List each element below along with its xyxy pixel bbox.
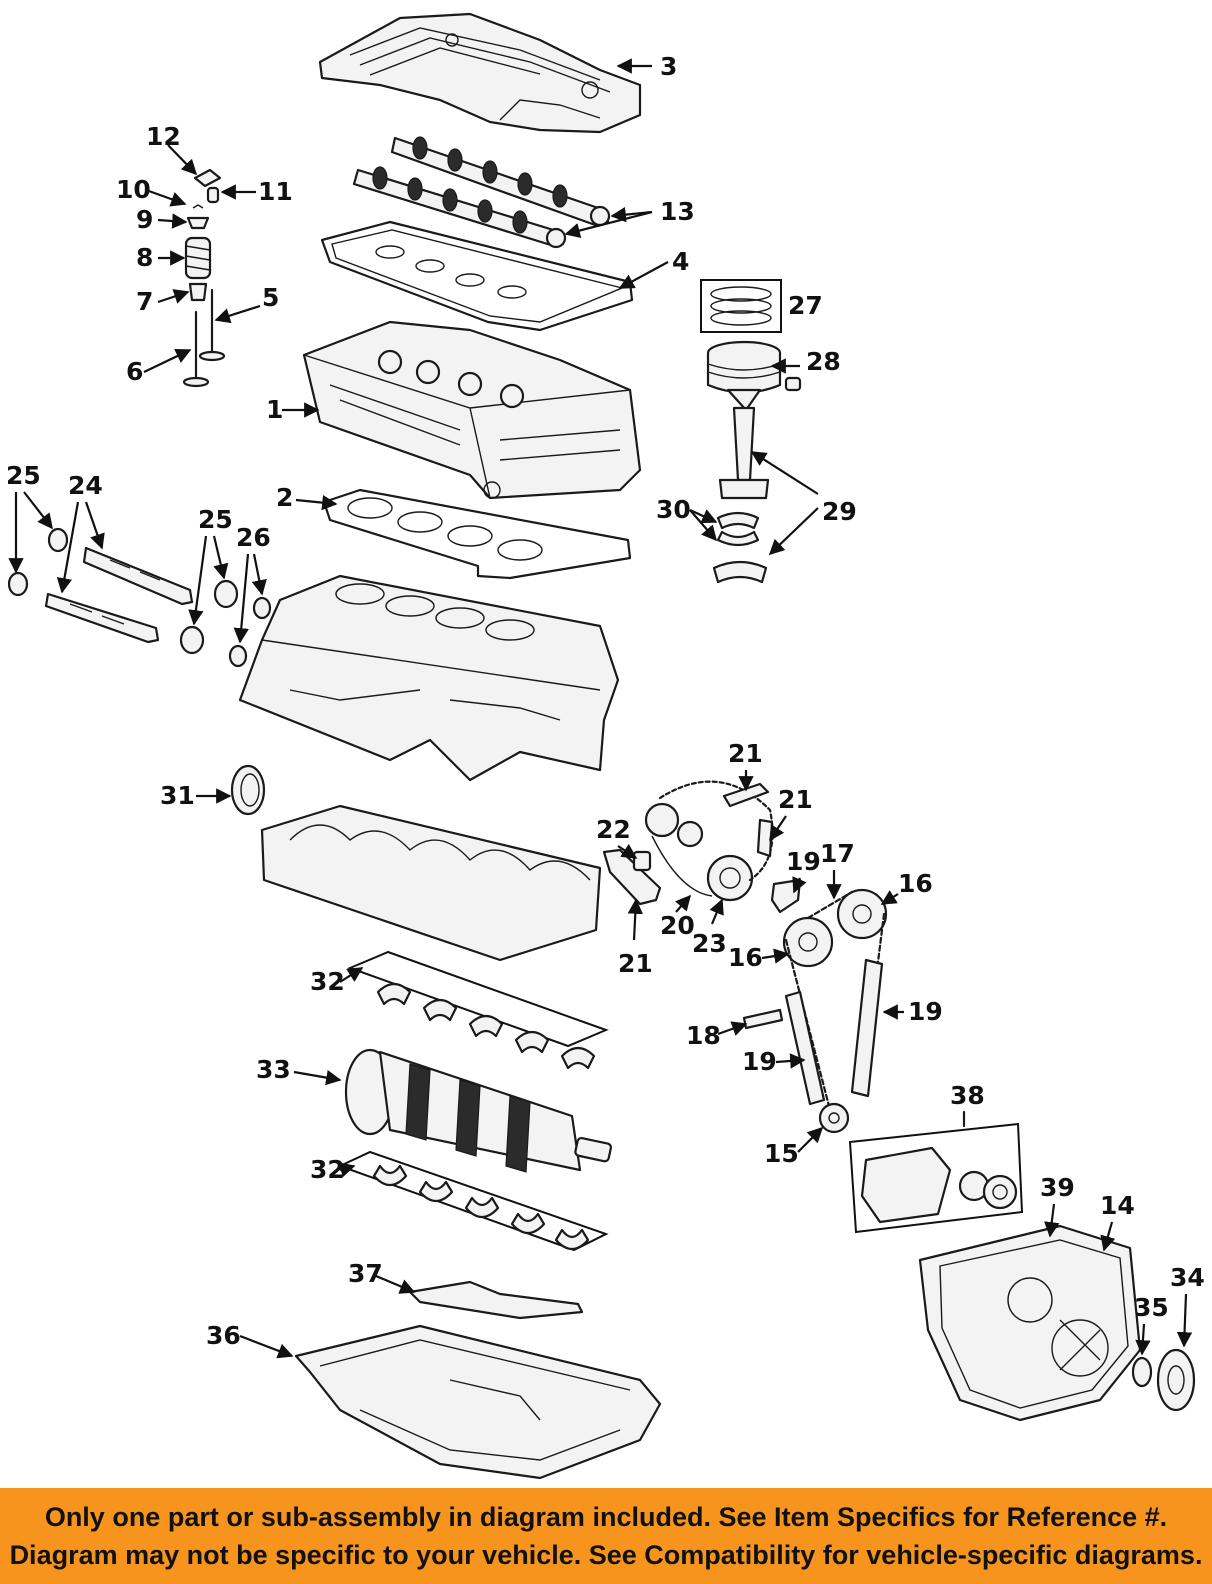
callout-33: 33: [256, 1055, 291, 1084]
head-gasket: [322, 488, 632, 580]
lower-crankcase: [260, 804, 602, 962]
callout-17: 17: [820, 839, 855, 868]
callout-30: 30: [656, 495, 691, 524]
callout-21-bottom: 21: [618, 949, 653, 978]
oil-baffle: [408, 1280, 584, 1320]
callout-32-top: 32: [310, 967, 345, 996]
cylinder-head: [302, 320, 642, 500]
callout-24: 24: [68, 471, 103, 500]
piston-and-rod: [706, 340, 802, 500]
piston-rings: [710, 286, 772, 326]
callout-39: 39: [1040, 1173, 1075, 1202]
disclaimer-line-1: Only one part or sub-assembly in diagram…: [44, 1502, 1168, 1532]
callout-13: 13: [660, 197, 695, 226]
callout-8: 8: [136, 243, 153, 272]
callout-14: 14: [1100, 1191, 1135, 1220]
callout-12: 12: [146, 122, 181, 151]
callout-18: 18: [686, 1021, 721, 1050]
callout-36: 36: [206, 1321, 241, 1350]
callout-16-right: 16: [898, 869, 933, 898]
callout-3: 3: [660, 52, 677, 81]
timing-components: [602, 780, 888, 1134]
callout-2: 2: [276, 483, 293, 512]
rod-bearings: [712, 511, 768, 584]
callout-9: 9: [136, 205, 153, 234]
callout-32-bottom: 32: [310, 1155, 345, 1184]
crank-seal-and-pulley: [1131, 1348, 1196, 1412]
engine-block: [238, 574, 620, 782]
callout-10: 10: [116, 175, 151, 204]
callout-7: 7: [136, 287, 153, 316]
callout-27: 27: [788, 291, 823, 320]
valve-cover: [318, 12, 642, 134]
callout-16-left: 16: [728, 943, 763, 972]
crankshaft: [344, 1048, 612, 1173]
engine-exploded-diagram: 3 13 4: [6, 12, 1205, 1480]
callout-5: 5: [262, 283, 279, 312]
callout-6: 6: [126, 357, 143, 386]
callout-29: 29: [822, 497, 857, 526]
balance-shafts: [7, 527, 272, 668]
callout-19-top: 19: [786, 847, 821, 876]
disclaimer-line-2: Diagram may not be specific to your vehi…: [9, 1540, 1203, 1570]
callout-31: 31: [160, 781, 195, 810]
callout-21-right: 21: [778, 785, 813, 814]
callout-26: 26: [236, 523, 271, 552]
callout-15: 15: [764, 1139, 799, 1168]
disclaimer-banner: Only one part or sub-assembly in diagram…: [0, 1488, 1212, 1584]
valve-cover-gasket: [320, 220, 634, 332]
oil-pan: [294, 1324, 662, 1480]
callout-35: 35: [1134, 1293, 1169, 1322]
callout-25-right: 25: [198, 505, 233, 534]
callout-11: 11: [258, 177, 293, 206]
callout-19-right: 19: [908, 997, 943, 1026]
valve-train: [182, 168, 226, 388]
callout-37: 37: [348, 1259, 383, 1288]
oil-pump: [860, 1146, 1018, 1224]
main-bearings: [372, 982, 596, 1251]
callout-25-left: 25: [6, 461, 41, 490]
callout-34: 34: [1170, 1263, 1205, 1292]
callout-21-top: 21: [728, 739, 763, 768]
timing-cover: [918, 1224, 1142, 1422]
callout-4: 4: [672, 247, 689, 276]
callout-38: 38: [950, 1081, 985, 1110]
callout-23: 23: [692, 929, 727, 958]
callout-1: 1: [266, 395, 283, 424]
callout-19-left: 19: [742, 1047, 777, 1076]
callout-20: 20: [660, 911, 695, 940]
callout-22: 22: [596, 815, 631, 844]
rear-main-seal: [230, 764, 266, 816]
callout-28: 28: [806, 347, 841, 376]
